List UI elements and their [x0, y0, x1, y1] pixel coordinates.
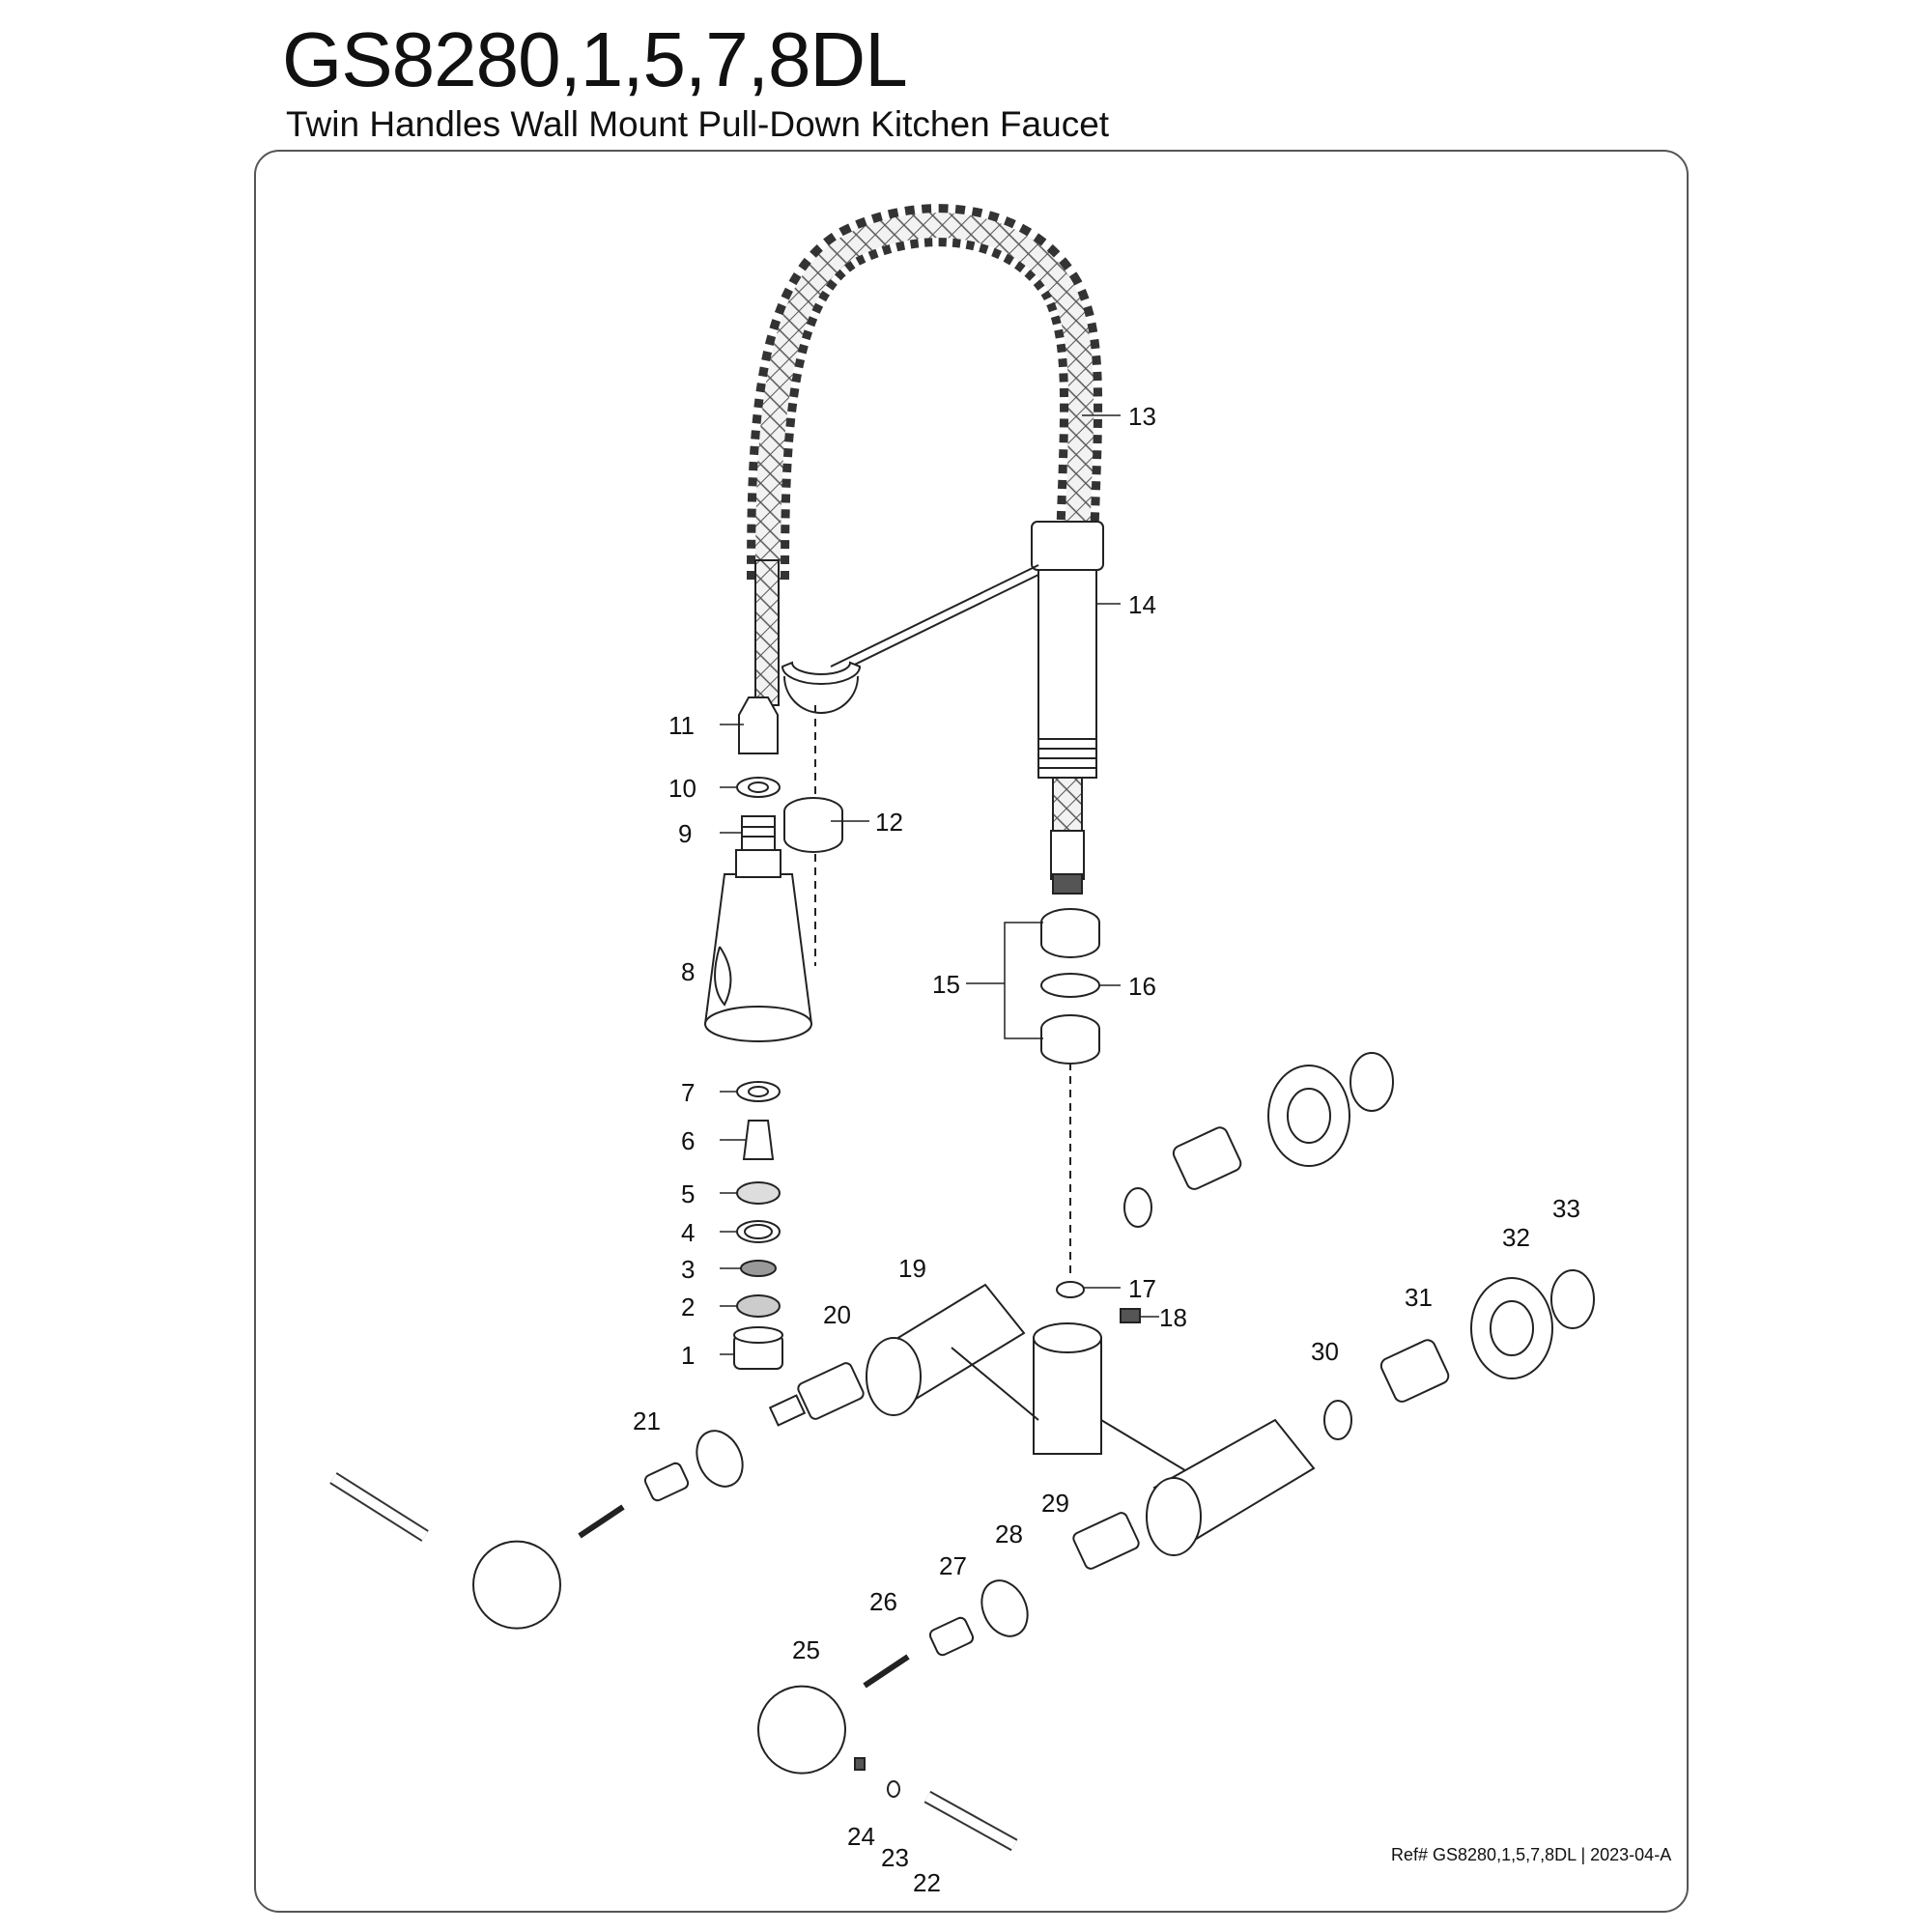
- stem-27: [928, 1616, 975, 1657]
- cartridge-20: [797, 1362, 865, 1420]
- screen-3: [740, 1260, 777, 1277]
- escutcheon-32: [1470, 1277, 1553, 1379]
- eccentric-31: [1379, 1339, 1450, 1403]
- escutcheon-upper: [1267, 1065, 1350, 1167]
- callout-14: 14: [1128, 590, 1156, 619]
- screw-26: [863, 1654, 910, 1689]
- washer-7: [736, 1081, 781, 1102]
- callout-21: 21: [633, 1406, 661, 1435]
- callout-11: 11: [668, 711, 695, 740]
- callout-16: 16: [1128, 972, 1156, 1001]
- set-screw-18: [1120, 1308, 1141, 1323]
- washer-17: [1056, 1281, 1085, 1298]
- callout-5: 5: [681, 1179, 695, 1208]
- callout-26: 26: [869, 1587, 897, 1616]
- model-title: GS8280,1,5,7,8DL: [282, 16, 908, 102]
- callout-13: 13: [1128, 402, 1156, 431]
- cone-filter-6: [742, 1120, 775, 1160]
- washer-30: [1323, 1400, 1352, 1440]
- callout-9: 9: [678, 819, 692, 848]
- callout-27: 27: [939, 1551, 967, 1580]
- ring-15b: [1040, 1014, 1100, 1065]
- callout-23: 23: [881, 1843, 909, 1872]
- cartridge-29: [1072, 1512, 1140, 1570]
- support-arm: [830, 564, 1039, 668]
- callout-25: 25: [792, 1635, 820, 1664]
- handle-left: [472, 1540, 561, 1630]
- eccentric-upper: [1172, 1126, 1242, 1190]
- oring-upper: [1350, 1052, 1394, 1112]
- callout-29: 29: [1041, 1489, 1069, 1518]
- clip-12: [783, 797, 843, 853]
- washer-10: [736, 777, 781, 798]
- ring-15a: [1040, 908, 1100, 958]
- callout-4: 4: [681, 1218, 695, 1247]
- callout-10: 10: [668, 774, 696, 803]
- callout-6: 6: [681, 1126, 695, 1155]
- callout-18: 18: [1159, 1303, 1187, 1332]
- callout-20: 20: [823, 1300, 851, 1329]
- callout-8: 8: [681, 957, 695, 986]
- bonnet-28: [980, 1579, 1029, 1637]
- callout-31: 31: [1405, 1283, 1433, 1312]
- screw-24: [854, 1757, 866, 1771]
- callout-30: 30: [1311, 1337, 1339, 1366]
- part-5: [736, 1181, 781, 1205]
- part-2: [736, 1294, 781, 1318]
- callout-17: 17: [1128, 1274, 1156, 1303]
- callout-22: 22: [913, 1868, 941, 1897]
- handle-25: [757, 1685, 846, 1775]
- callout-2: 2: [681, 1293, 695, 1321]
- callout-7: 7: [681, 1078, 695, 1107]
- ring-16: [1040, 973, 1100, 998]
- stem-21: [643, 1462, 690, 1502]
- washer-23: [887, 1780, 900, 1798]
- callout-19: 19: [898, 1254, 926, 1283]
- screw-left: [578, 1504, 625, 1539]
- hose-nut: [738, 696, 779, 754]
- oring-33: [1550, 1269, 1595, 1329]
- callout-12: 12: [875, 808, 903, 837]
- callout-33: 33: [1552, 1194, 1580, 1223]
- faucet-body: [866, 1283, 1316, 1556]
- callout-1: 1: [681, 1341, 695, 1370]
- callout-28: 28: [995, 1520, 1023, 1548]
- reference-code: Ref# GS8280,1,5,7,8DL | 2023-04-A: [1391, 1845, 1672, 1864]
- callout-3: 3: [681, 1255, 695, 1284]
- callout-32: 32: [1502, 1223, 1530, 1252]
- diagram-frame: [254, 150, 1689, 1913]
- braided-hose: [754, 559, 780, 706]
- bonnet-nut: [696, 1430, 744, 1488]
- washer-upper: [1123, 1187, 1152, 1228]
- product-description: Twin Handles Wall Mount Pull-Down Kitche…: [286, 104, 1110, 144]
- callout-15: 15: [932, 970, 960, 999]
- callout-24: 24: [847, 1822, 875, 1851]
